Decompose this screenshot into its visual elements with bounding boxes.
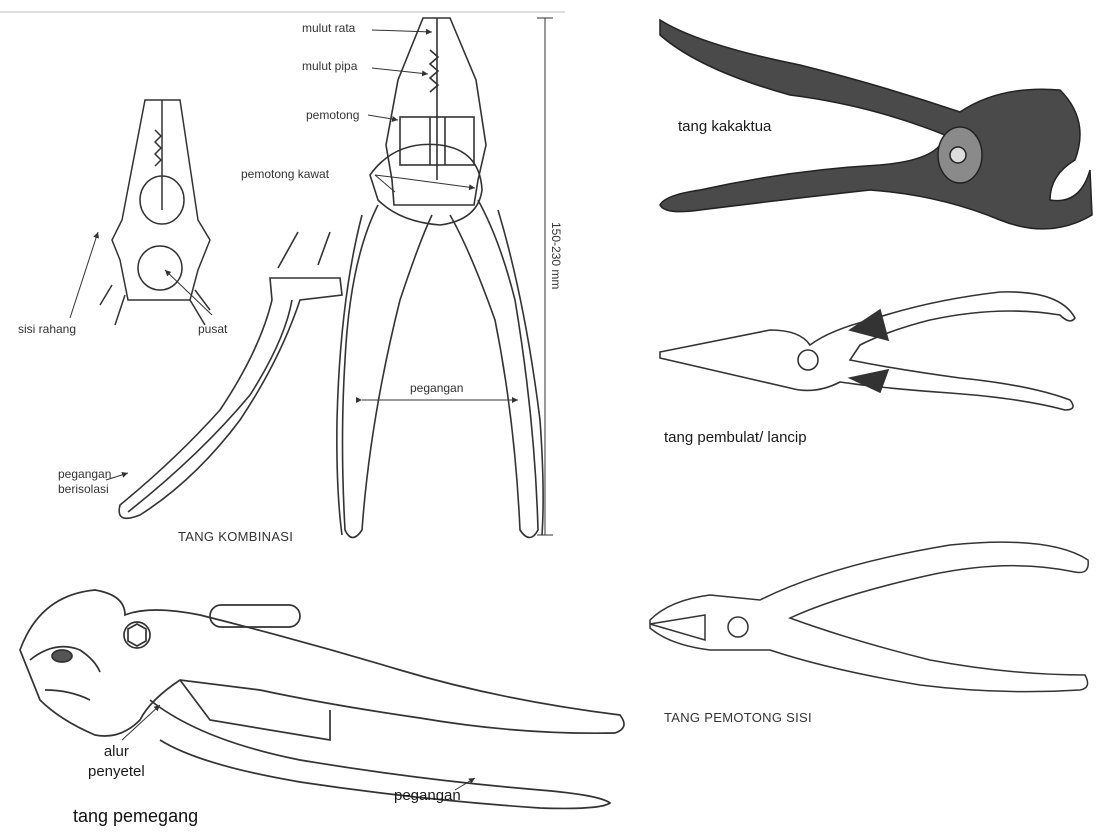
label-insulated-handle: pegangan berisolasi — [58, 467, 111, 497]
side-cutters — [650, 542, 1088, 692]
combination-pliers-main-view — [337, 18, 543, 538]
label-pipe-jaw: mulut pipa — [302, 60, 357, 72]
label-length-dimension: 150-230 mm — [550, 222, 562, 289]
label-cutter: pemotong — [306, 109, 359, 121]
round-nose-pliers — [660, 292, 1075, 410]
label-slip-joint-handle: pegangan — [394, 788, 461, 803]
label-jaw-side: sisi rahang — [18, 323, 76, 335]
caption-round-nose-pliers: tang pembulat/ lancip — [664, 430, 807, 445]
label-flat-jaw: mulut rata — [302, 22, 355, 34]
label-adjust-groove: alur penyetel — [88, 742, 145, 781]
label-center: pusat — [198, 323, 227, 335]
caption-combination-pliers: TANG KOMBINASI — [178, 530, 293, 543]
caption-slip-joint-pliers: tang pemegang — [73, 807, 198, 825]
caption-side-cutters: TANG PEMOTONG SISI — [664, 711, 812, 724]
label-wire-cutter: pemotong kawat — [241, 168, 329, 180]
label-handle: pegangan — [410, 382, 463, 394]
insulated-handle-view — [119, 232, 342, 518]
caption-pincer-pliers: tang kakaktua — [678, 119, 771, 134]
combination-pliers-front-view — [100, 100, 210, 325]
